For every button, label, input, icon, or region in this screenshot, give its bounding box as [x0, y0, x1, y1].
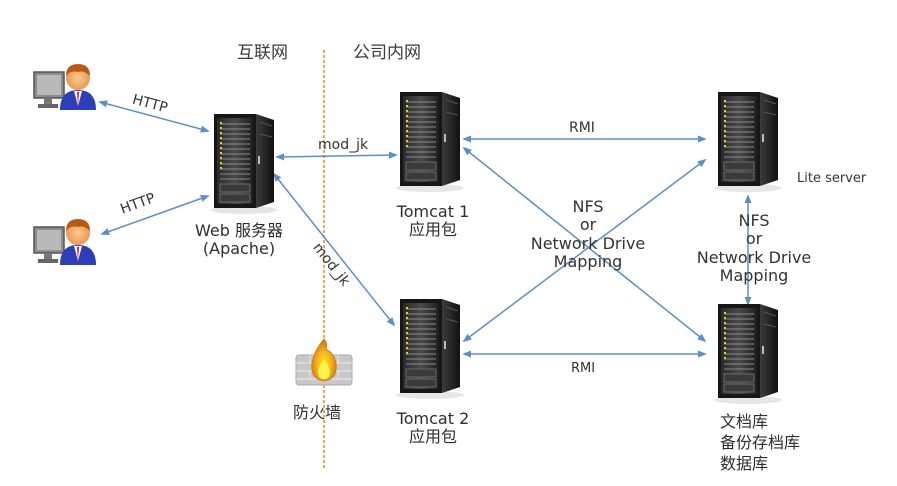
tomcat-2-server-rack-icon[interactable] — [395, 298, 465, 400]
web-server-rack-icon[interactable] — [209, 113, 279, 215]
nfs-center-line2: or — [579, 215, 597, 235]
edge-label-rmi-top: RMI — [569, 120, 595, 136]
edge-modjk-2 — [272, 172, 396, 327]
edge-http-2 — [100, 195, 210, 235]
tomcat-1-name: Tomcat 1 — [396, 202, 470, 221]
storage-server-rack-icon[interactable] — [713, 303, 783, 405]
firewall-label: 防火墙 — [293, 403, 342, 422]
storage-line3: 数据库 — [720, 453, 769, 473]
web-server-name: Web 服务器 — [195, 221, 283, 240]
nfs-center-line4: Mapping — [553, 252, 623, 272]
firewall-icon[interactable] — [295, 338, 353, 386]
zone-internet-label: 互联网 — [237, 43, 288, 63]
nfs-center-line3: Network Drive — [530, 233, 646, 253]
edge-http-1 — [98, 100, 210, 133]
lite-server-label: Lite server — [797, 171, 867, 186]
nfs-center-line1: NFS — [572, 197, 604, 216]
edge-label-modjk-1: mod_jk — [318, 137, 369, 153]
storage-line1: 文档库 — [720, 412, 769, 431]
edge-label-rmi-bottom: RMI — [571, 361, 596, 376]
lite-server-rack-icon[interactable] — [713, 91, 783, 193]
nfs-right-line1: NFS — [738, 211, 770, 230]
zone-intranet-label: 公司内网 — [353, 43, 421, 63]
tomcat-1-subtitle: 应用包 — [408, 220, 457, 240]
tomcat-2-subtitle: 应用包 — [408, 427, 457, 447]
client-1-user-computer-icon[interactable] — [33, 63, 97, 111]
storage-line2: 备份存档库 — [720, 432, 801, 452]
tomcat-2-name: Tomcat 2 — [396, 409, 470, 428]
web-server-subtitle: (Apache) — [202, 239, 276, 259]
nfs-right-line2: or — [745, 229, 763, 249]
edge-nfs-cross-2 — [462, 158, 707, 343]
tomcat-1-server-rack-icon[interactable] — [395, 91, 465, 193]
tomcat-2-label: Tomcat 2 应用包 — [388, 409, 478, 447]
nfs-right-line4: Mapping — [719, 266, 789, 286]
edge-label-nfs-center: NFS or Network Drive Mapping — [522, 197, 654, 272]
client-2-user-computer-icon[interactable] — [33, 218, 97, 266]
web-server-label: Web 服务器 (Apache) — [180, 221, 298, 259]
edge-modjk-1 — [275, 151, 398, 161]
storage-label: 文档库 备份存档库 数据库 — [720, 412, 800, 474]
nfs-right-line3: Network Drive — [696, 247, 812, 267]
tomcat-1-label: Tomcat 1 应用包 — [388, 202, 478, 240]
edge-label-nfs-right: NFS or Network Drive Mapping — [688, 211, 820, 286]
edges — [98, 100, 752, 358]
